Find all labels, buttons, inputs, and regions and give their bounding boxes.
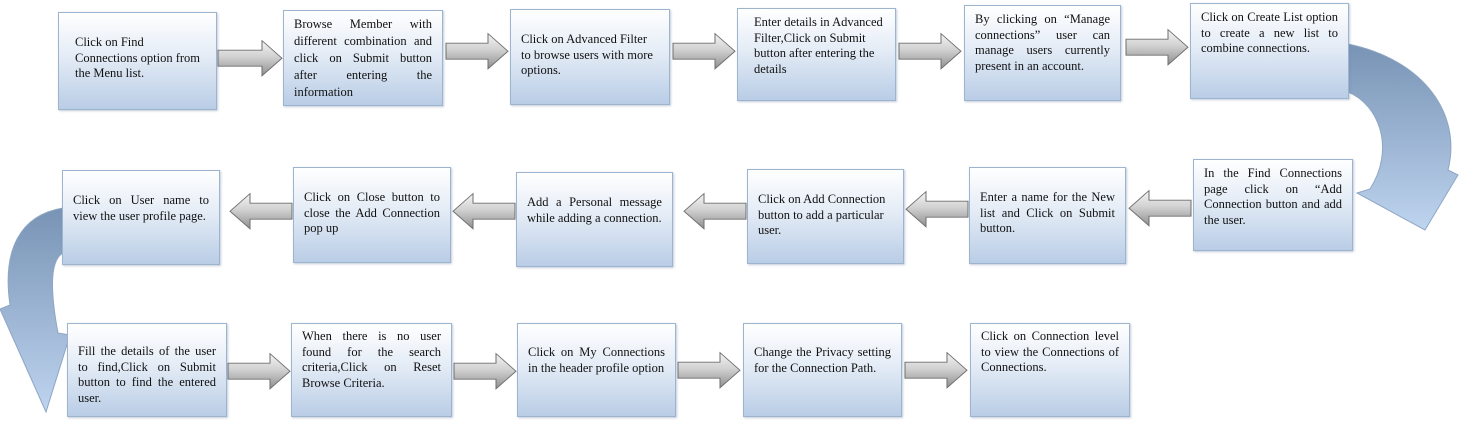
flow-step-box: Click on Close button to close the Add C… — [293, 167, 451, 263]
flow-step-box: Click on Find Connections option from th… — [58, 12, 217, 110]
flow-step-box: Browse Member with different combination… — [283, 10, 443, 106]
flow-step-box: Fill the details of the user to find,Cli… — [67, 323, 227, 417]
flow-step-box: Enter details in Advanced Filter,Click o… — [737, 8, 896, 101]
step-text: Click on Create List option to create a … — [1201, 10, 1338, 55]
flow-step-box: Add a Personal message while adding a co… — [516, 172, 673, 267]
arrow-right-icon — [453, 352, 517, 390]
arrow-left-icon — [1128, 189, 1192, 227]
step-text: Click on Close button to close the Add C… — [304, 190, 440, 235]
step-text: Click on Connection level to view the Co… — [981, 329, 1119, 374]
arrow-left-icon — [229, 192, 293, 230]
arrow-right-icon — [677, 351, 741, 389]
step-text: Click on Add Connection button to add a … — [758, 192, 886, 237]
arrow-right-icon — [1125, 28, 1189, 66]
arrow-right-icon — [898, 32, 962, 70]
step-text: When there is no user found for the sear… — [302, 329, 441, 390]
curved-arrow-left-icon — [0, 207, 71, 414]
flow-step-box: Change the Privacy setting for the Conne… — [743, 323, 902, 417]
flow-step-box: Click on Connection level to view the Co… — [970, 323, 1130, 417]
flow-step-box: Enter a name for the New list and Click … — [969, 167, 1126, 264]
step-text: Click on Advanced Filter to browse users… — [521, 32, 653, 77]
flow-step-box: Click on Create List option to create a … — [1190, 3, 1349, 99]
step-text: Change the Privacy setting for the Conne… — [754, 345, 891, 375]
flow-step-box: Click on Advanced Filter to browse users… — [510, 9, 670, 105]
arrow-left-icon — [905, 190, 969, 228]
step-text: Enter a name for the New list and Click … — [980, 190, 1115, 235]
step-text: Enter details in Advanced Filter,Click o… — [754, 15, 883, 76]
flow-step-box: By clicking on “Manage connections” user… — [964, 5, 1121, 101]
flow-step-box: In the Find Connections page click on “A… — [1193, 159, 1353, 251]
arrow-right-icon — [227, 352, 291, 390]
step-text: Fill the details of the user to find,Cli… — [78, 344, 216, 405]
step-text: Click on Find Connections option from th… — [75, 35, 200, 80]
arrow-left-icon — [683, 192, 747, 230]
flow-step-box: Click on My Connections in the header pr… — [517, 323, 676, 417]
step-text: Click on User name to view the user prof… — [73, 193, 209, 223]
arrow-right-icon — [672, 32, 736, 70]
step-text: Browse Member with different combination… — [294, 17, 432, 99]
step-text: Click on My Connections in the header pr… — [528, 345, 665, 375]
arrow-right-icon — [445, 32, 509, 70]
step-text: In the Find Connections page click on “A… — [1204, 166, 1342, 227]
arrow-right-icon — [904, 351, 968, 389]
flow-step-box: When there is no user found for the sear… — [291, 323, 452, 417]
flow-step-box: Click on User name to view the user prof… — [62, 170, 220, 265]
step-text: Add a Personal message while adding a co… — [527, 195, 662, 225]
arrow-right-icon — [217, 39, 283, 77]
arrow-left-icon — [452, 192, 516, 230]
flow-step-box: Click on Add Connection button to add a … — [747, 169, 904, 264]
curved-arrow-right-icon — [1347, 43, 1459, 231]
step-text: By clicking on “Manage connections” user… — [975, 12, 1110, 73]
